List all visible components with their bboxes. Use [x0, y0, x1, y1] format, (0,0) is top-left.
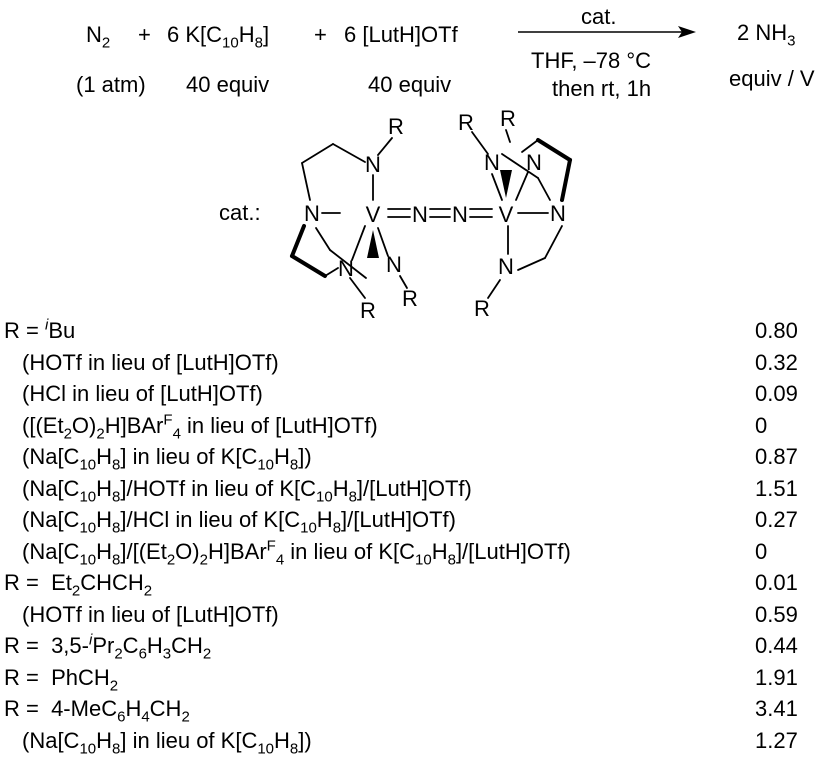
reagent-k-post: ]	[262, 22, 270, 47]
atom-n-bottom-right: N	[498, 254, 514, 279]
under-text-equiv-2: 40 equiv	[368, 72, 452, 97]
reagent-k-sub1: 10	[222, 34, 239, 52]
nh3-yield-value: 1.27	[755, 727, 798, 753]
catalyst-label: cat.:	[219, 200, 261, 225]
structure-atoms: N N R V N N R R N N V N N R N N R R	[304, 108, 566, 323]
table-row: R = Et2CHCH2 0.01	[0, 570, 839, 600]
nh3-yield-value: 0.27	[755, 507, 798, 532]
condition-text: R = PhCH2	[4, 664, 119, 694]
nh3-yield-value: 1.51	[755, 475, 798, 501]
condition-text: (HOTf in lieu of [LutH]OTf)	[22, 601, 279, 627]
atom-n-low-left-1: N	[338, 256, 354, 281]
product-pre: 2 NH	[737, 20, 788, 45]
condition-text: R = iBu	[4, 316, 76, 343]
plus-sign-1: +	[138, 22, 151, 47]
condition-text: (Na[C10H8] in lieu of K[C10H8])	[22, 444, 312, 474]
atom-n-low-left-2: N	[386, 252, 402, 277]
atom-r-low-left-2: R	[402, 286, 418, 311]
nh3-yield-value: 0.44	[755, 633, 798, 658]
condition-text: (Na[C10H8] in lieu of K[C10H8])	[22, 727, 312, 757]
table-row: (Na[C10H8] in lieu of K[C10H8]) 0.87	[0, 444, 839, 474]
atom-n-top-left: N	[365, 152, 381, 177]
reaction-arrow	[518, 26, 696, 38]
condition-text: R = 3,5-iPr2C6H3CH2	[4, 631, 212, 663]
nh3-yield-value: 3.41	[755, 696, 798, 721]
condition-text: (Na[C10H8]/[(Et2O)2H]BArF4 in lieu of K[…	[22, 537, 571, 568]
nh3-yield-value: 0.80	[755, 318, 798, 343]
atom-r-up-right-2: R	[500, 108, 516, 131]
atom-v-right: V	[499, 202, 514, 227]
nh3-yield-value: 0	[755, 412, 768, 438]
atom-r-bottom-right: R	[474, 296, 490, 321]
under-text-1atm: (1 atm)	[76, 72, 146, 97]
arrow-below-text-2: then rt, 1h	[552, 76, 652, 101]
nh3-yield-value: 0.01	[755, 570, 798, 595]
under-text-equiv-1: 40 equiv	[186, 72, 270, 97]
nh3-yield-value: 0.87	[755, 444, 798, 469]
product-unit: equiv / V	[729, 66, 815, 91]
atom-n-amine-left: N	[304, 201, 320, 226]
structure-wedges	[367, 170, 512, 258]
table-row: (HOTf in lieu of [LutH]OTf) 0.59	[0, 602, 839, 628]
table-row: R = PhCH2 1.91	[0, 664, 839, 694]
reagent-n2-text: N	[86, 22, 102, 47]
condition-text: R = Et2CHCH2	[4, 570, 153, 600]
atom-v-left: V	[366, 202, 381, 227]
table-row: R = iBu 0.80	[0, 318, 839, 344]
nh3-yield-value: 0.09	[755, 381, 798, 406]
nh3-yield-value: 1.91	[755, 664, 798, 690]
table-row: (Na[C10H8] in lieu of K[C10H8]) 1.27	[0, 727, 839, 757]
product-sub: 3	[787, 32, 796, 50]
table-row: (HCl in lieu of [LutH]OTf) 0.09	[0, 381, 839, 407]
reagent-k-mid: H	[238, 22, 255, 47]
condition-text: ([(Et2O)2H]BArF4 in lieu of [LutH]OTf)	[22, 411, 378, 442]
condition-text: R = 4-MeC6H4CH2	[4, 696, 190, 726]
table-row: R = 3,5-iPr2C6H3CH2 0.44	[0, 631, 839, 663]
atom-n-bridge-1: N	[412, 202, 428, 227]
plus-sign-2: +	[314, 22, 327, 47]
table-row: R = 4-MeC6H4CH2 3.41	[0, 696, 839, 726]
atom-r-low-left-1: R	[360, 298, 376, 323]
nh3-yield-value: 0	[755, 538, 768, 564]
reagent-k-sub2: 8	[254, 34, 263, 52]
reagent-lutidinium: 6 [LutH]OTf	[344, 22, 458, 47]
table-row: (Na[C10H8]/HOTf in lieu of K[C10H8]/[Lut…	[0, 475, 839, 505]
reagent-n2-sub: 2	[101, 34, 111, 52]
arrow-above-text: cat.	[581, 4, 617, 29]
atom-n-amine-right: N	[550, 201, 566, 226]
condition-text: (HCl in lieu of [LutH]OTf)	[22, 381, 263, 406]
catalyst-structure: N N R V N N R R N N V N N R N N R R	[290, 108, 572, 323]
table-row: (Na[C10H8]/HCl in lieu of K[C10H8]/[LutH…	[0, 507, 839, 537]
structure-bonds	[290, 129, 572, 299]
atom-r-up-right-1: R	[458, 110, 474, 135]
atom-n-bridge-2: N	[452, 202, 468, 227]
nh3-yield-value: 0.32	[755, 349, 798, 375]
atom-n-up-right-1: N	[484, 150, 500, 175]
condition-text: (Na[C10H8]/HCl in lieu of K[C10H8]/[LutH…	[22, 507, 456, 537]
arrow-below-text-1: THF, –78 °C	[531, 48, 652, 73]
table-row: (Na[C10H8]/[(Et2O)2H]BArF4 in lieu of K[…	[0, 537, 839, 568]
atom-r-top-left: R	[388, 114, 404, 139]
reagent-k-naphthalenide: 6 K[C10H8]	[167, 22, 270, 52]
table-row: (HOTf in lieu of [LutH]OTf) 0.32	[0, 350, 839, 376]
condition-text: (HOTf in lieu of [LutH]OTf)	[22, 349, 279, 375]
nh3-yield-value: 0.59	[755, 601, 798, 627]
atom-n-up-right-2: N	[526, 150, 542, 175]
product-ammonia: 2 NH3	[737, 20, 796, 50]
reagent-n2: N2	[86, 22, 111, 52]
condition-text: (Na[C10H8]/HOTf in lieu of K[C10H8]/[Lut…	[22, 475, 472, 505]
table-row: ([(Et2O)2H]BArF4 in lieu of [LutH]OTf) 0	[0, 411, 839, 442]
reagent-k-pre: 6 K[C	[167, 22, 223, 47]
